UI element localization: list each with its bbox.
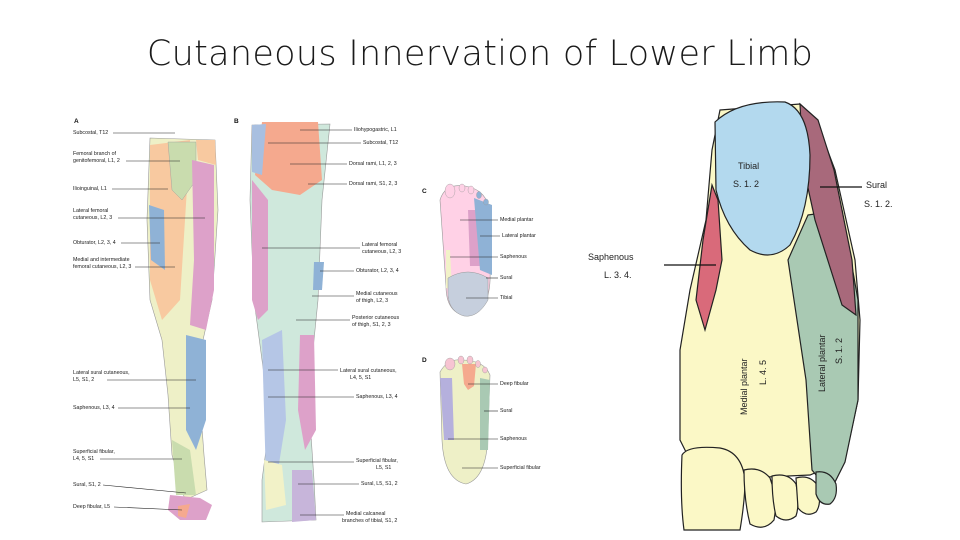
sole-figure	[439, 183, 492, 317]
panel-d-letter: D	[422, 357, 427, 364]
svg-text:of thigh, S1, 2, 3: of thigh, S1, 2, 3	[352, 322, 391, 328]
svg-text:Subcostal, T12: Subcostal, T12	[363, 140, 398, 146]
svg-text:Saphenous: Saphenous	[500, 254, 527, 260]
svg-text:L5, S1: L5, S1	[376, 465, 391, 471]
svg-text:L. 3. 4.: L. 3. 4.	[604, 270, 632, 280]
svg-text:Obturator, L2, 3, 4: Obturator, L2, 3, 4	[356, 268, 399, 274]
leg-posterior	[249, 122, 331, 523]
svg-text:Saphenous: Saphenous	[588, 252, 634, 262]
svg-text:Dorsal rami, S1, 2, 3: Dorsal rami, S1, 2, 3	[349, 181, 397, 187]
svg-text:Medial plantar: Medial plantar	[500, 217, 534, 223]
large-foot-figure	[679, 101, 861, 531]
svg-text:S. 1. 2.: S. 1. 2.	[864, 199, 893, 209]
svg-text:Lateral femoral: Lateral femoral	[362, 242, 397, 248]
svg-text:Tibial: Tibial	[500, 295, 512, 301]
svg-text:Lateral femoral: Lateral femoral	[73, 208, 108, 214]
svg-text:L. 4. 5: L. 4. 5	[758, 360, 768, 385]
toe-4	[795, 476, 821, 515]
svg-text:Subcostal, T12: Subcostal, T12	[73, 130, 108, 136]
svg-text:Deep fibular, L5: Deep fibular, L5	[73, 504, 110, 510]
svg-text:Obturator, L2, 3, 4: Obturator, L2, 3, 4	[73, 240, 116, 246]
tibial-region	[714, 101, 811, 256]
svg-text:Ilioinguinal, L1: Ilioinguinal, L1	[73, 186, 107, 192]
svg-text:branches of tibial, S1, 2: branches of tibial, S1, 2	[342, 518, 397, 524]
svg-text:genitofemoral, L1, 2: genitofemoral, L1, 2	[73, 158, 120, 164]
svg-text:Superficial fibular,: Superficial fibular,	[356, 458, 398, 464]
svg-text:Sural, S1, 2: Sural, S1, 2	[73, 482, 101, 488]
svg-text:Saphenous: Saphenous	[500, 436, 527, 442]
svg-text:Deep fibular: Deep fibular	[500, 381, 529, 387]
svg-text:Medial cutaneous: Medial cutaneous	[356, 291, 398, 297]
panel-a-labels: Subcostal, T12 Femoral branch of genitof…	[73, 130, 205, 511]
page-title: Cutaneous Innervation of Lower Limb	[146, 34, 814, 74]
large-foot-labels: Tibial S. 1. 2 Sural S. 1. 2. Saphenous …	[588, 161, 893, 415]
svg-text:Saphenous, L3, 4: Saphenous, L3, 4	[73, 405, 115, 411]
svg-text:Sural: Sural	[500, 275, 512, 281]
svg-text:Posterior cutaneous: Posterior cutaneous	[352, 315, 399, 321]
panel-c-labels: Medial plantar Lateral plantar Saphenous…	[450, 217, 536, 301]
toe-2	[743, 468, 776, 528]
svg-text:Tibial: Tibial	[738, 161, 759, 171]
toe-3	[771, 474, 799, 521]
svg-text:cutaneous, L2, 3: cutaneous, L2, 3	[73, 215, 112, 221]
svg-text:Medial calcaneal: Medial calcaneal	[346, 511, 385, 517]
panel-b-letter: B	[234, 118, 239, 125]
svg-text:Superficial fibular,: Superficial fibular,	[73, 449, 115, 455]
svg-text:Sural, L5, S1, 2: Sural, L5, S1, 2	[361, 481, 398, 487]
svg-text:Lateral plantar: Lateral plantar	[817, 334, 827, 392]
dorsum-figure	[439, 355, 491, 485]
saphenous-region	[695, 182, 723, 333]
svg-text:L4, 5, S1: L4, 5, S1	[73, 456, 94, 462]
panel-c-letter: C	[422, 188, 427, 195]
svg-text:Lateral sural cutaneous,: Lateral sural cutaneous,	[73, 370, 130, 376]
svg-text:of thigh, L2, 3: of thigh, L2, 3	[356, 298, 388, 304]
svg-text:Lateral plantar: Lateral plantar	[502, 233, 536, 239]
svg-text:Superficial fibular: Superficial fibular	[500, 465, 541, 471]
svg-text:L5, S1, 2: L5, S1, 2	[73, 377, 94, 383]
leg-anterior	[146, 137, 219, 520]
toe-1	[680, 446, 746, 531]
svg-text:Saphenous, L3, 4: Saphenous, L3, 4	[356, 394, 398, 400]
svg-text:S. 1. 2: S. 1. 2	[834, 338, 844, 364]
svg-text:Medial and intermediate: Medial and intermediate	[73, 257, 130, 263]
svg-text:cutaneous, L2, 3: cutaneous, L2, 3	[362, 249, 401, 255]
toe-5	[815, 471, 837, 505]
svg-text:Medial plantar: Medial plantar	[739, 358, 749, 415]
svg-text:Iliohypogastric, L1: Iliohypogastric, L1	[354, 127, 397, 133]
svg-text:Sural: Sural	[500, 408, 512, 414]
svg-text:S. 1. 2: S. 1. 2	[733, 179, 759, 189]
svg-text:Femoral branch of: Femoral branch of	[73, 151, 117, 157]
svg-text:femoral cutaneous, L2, 3: femoral cutaneous, L2, 3	[73, 264, 131, 270]
svg-text:L4, 5, S1: L4, 5, S1	[350, 375, 371, 381]
svg-text:Sural: Sural	[866, 180, 887, 190]
panel-b-labels: Iliohypogastric, L1 Subcostal, T12 Dorsa…	[262, 127, 401, 524]
svg-text:Dorsal rami, L1, 2, 3: Dorsal rami, L1, 2, 3	[349, 161, 397, 167]
panel-d-labels: Deep fibular Sural Saphenous Superficial…	[448, 381, 541, 471]
panel-a-letter: A	[74, 118, 79, 125]
svg-text:Lateral sural cutaneous,: Lateral sural cutaneous,	[340, 368, 397, 374]
